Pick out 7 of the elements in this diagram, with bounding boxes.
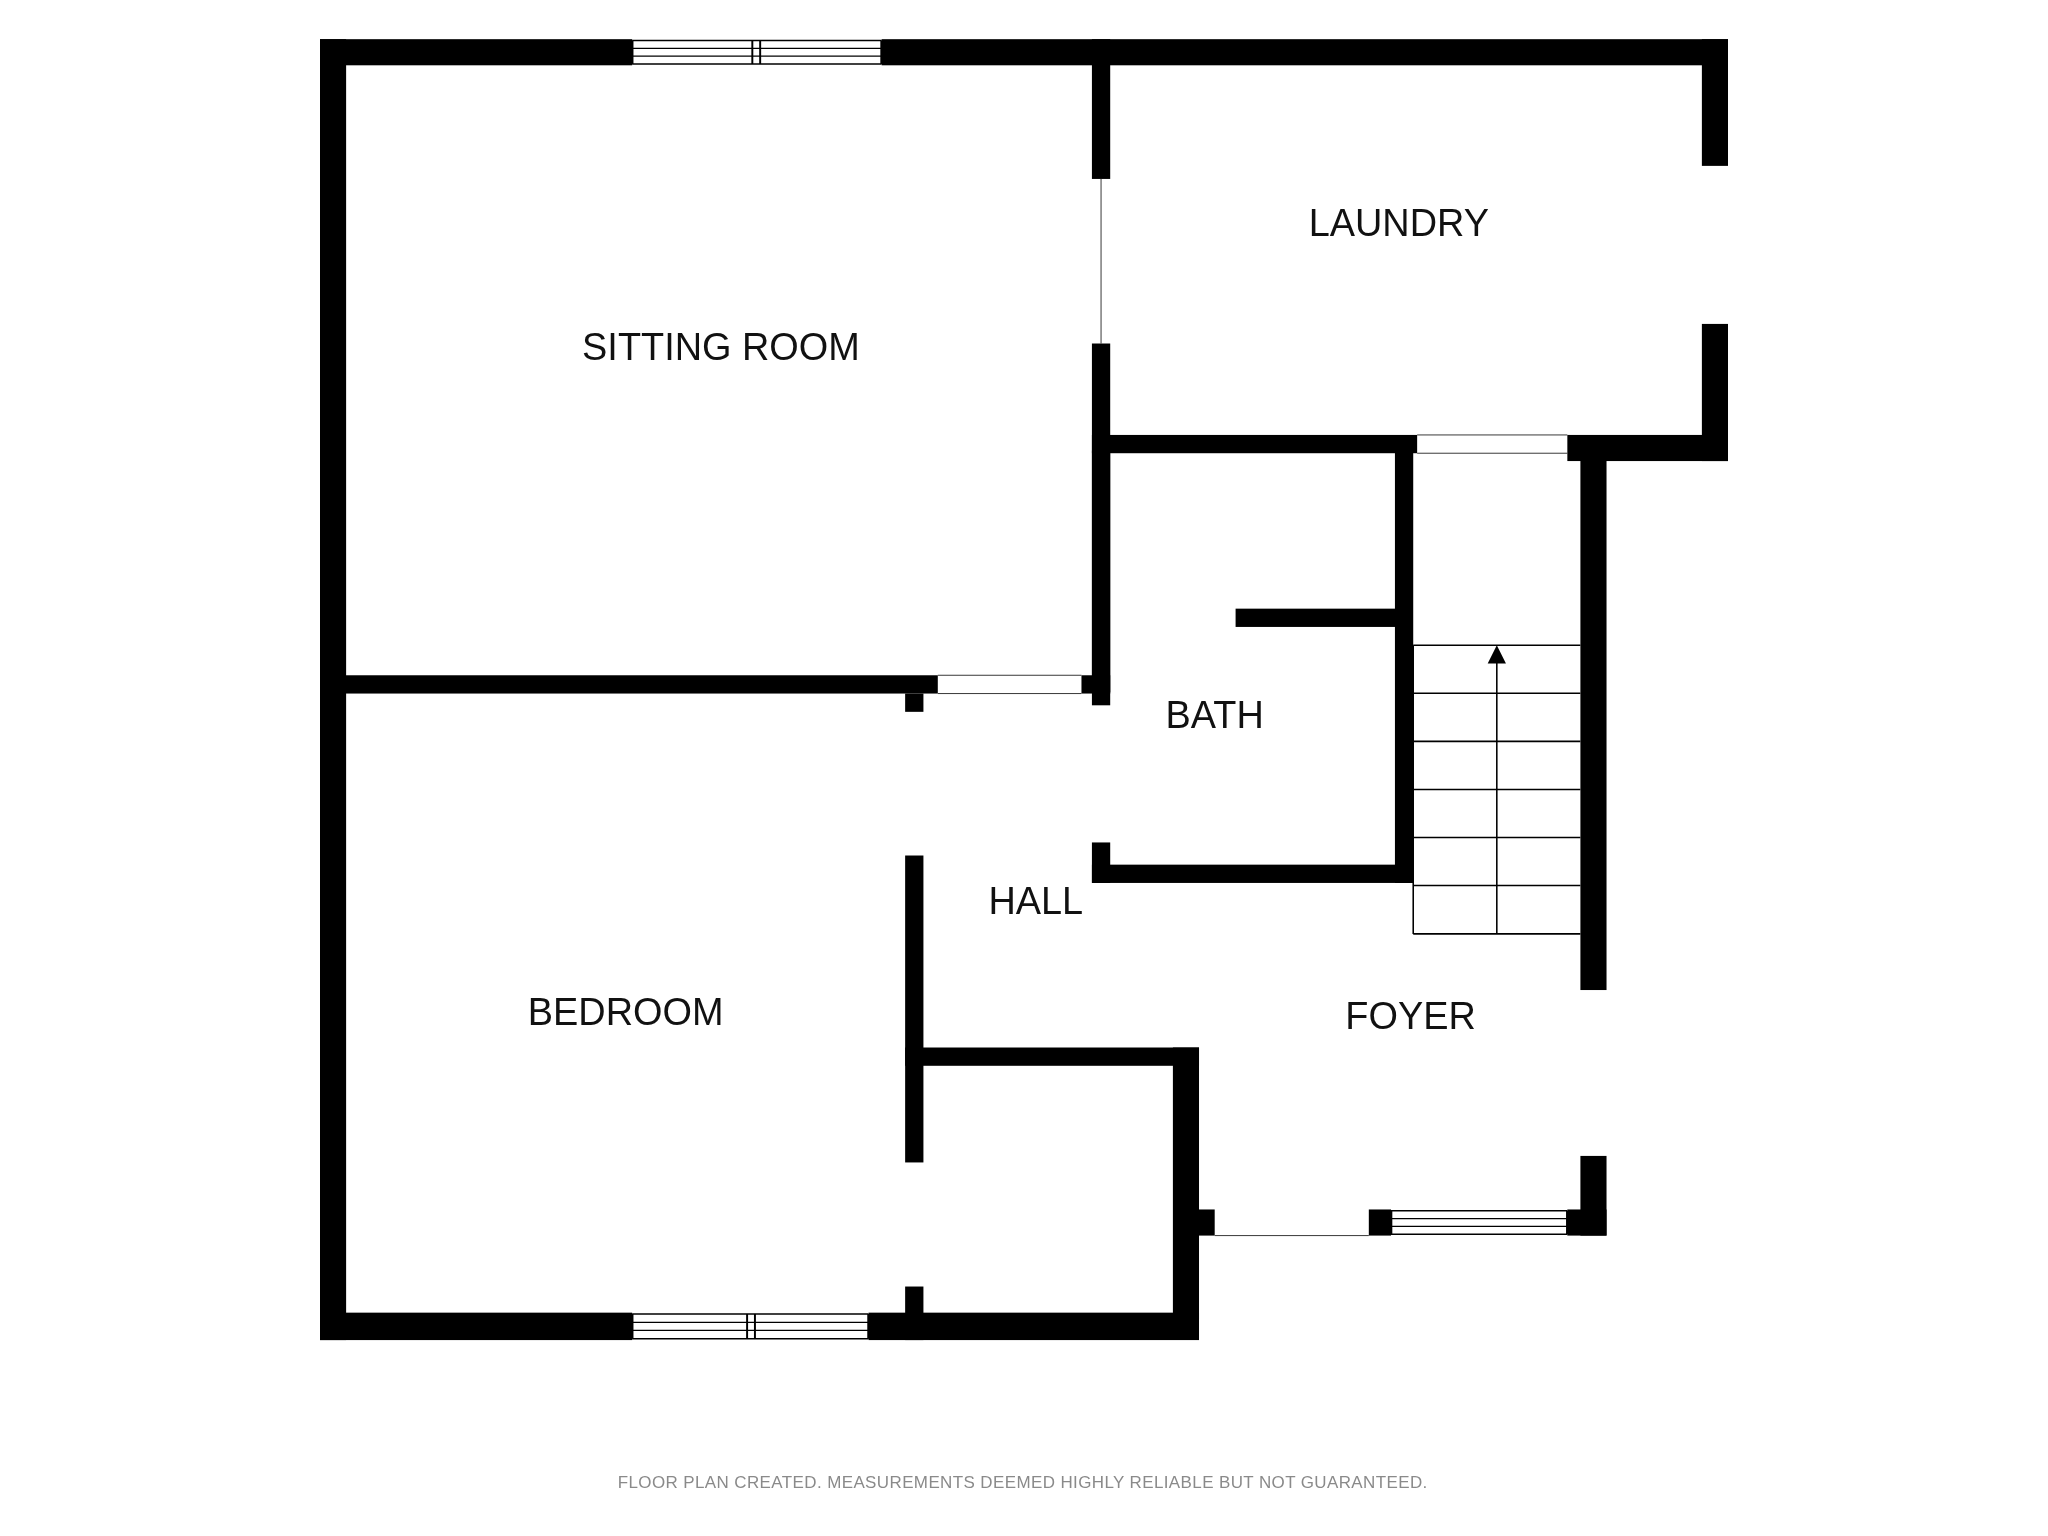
room-label: LAUNDRY bbox=[1308, 204, 1489, 243]
room-label: SITTING ROOM bbox=[582, 328, 860, 367]
room-label: HALL bbox=[988, 882, 1084, 921]
disclaimer-note: FLOOR PLAN CREATED. MEASUREMENTS DEEMED HIGHLY RELIABLE BUT NOT GUARANTEED. bbox=[617, 1472, 1428, 1493]
room-label: BATH bbox=[1165, 696, 1264, 735]
room-label: BEDROOM bbox=[527, 993, 724, 1032]
room-label: FOYER bbox=[1345, 997, 1476, 1036]
